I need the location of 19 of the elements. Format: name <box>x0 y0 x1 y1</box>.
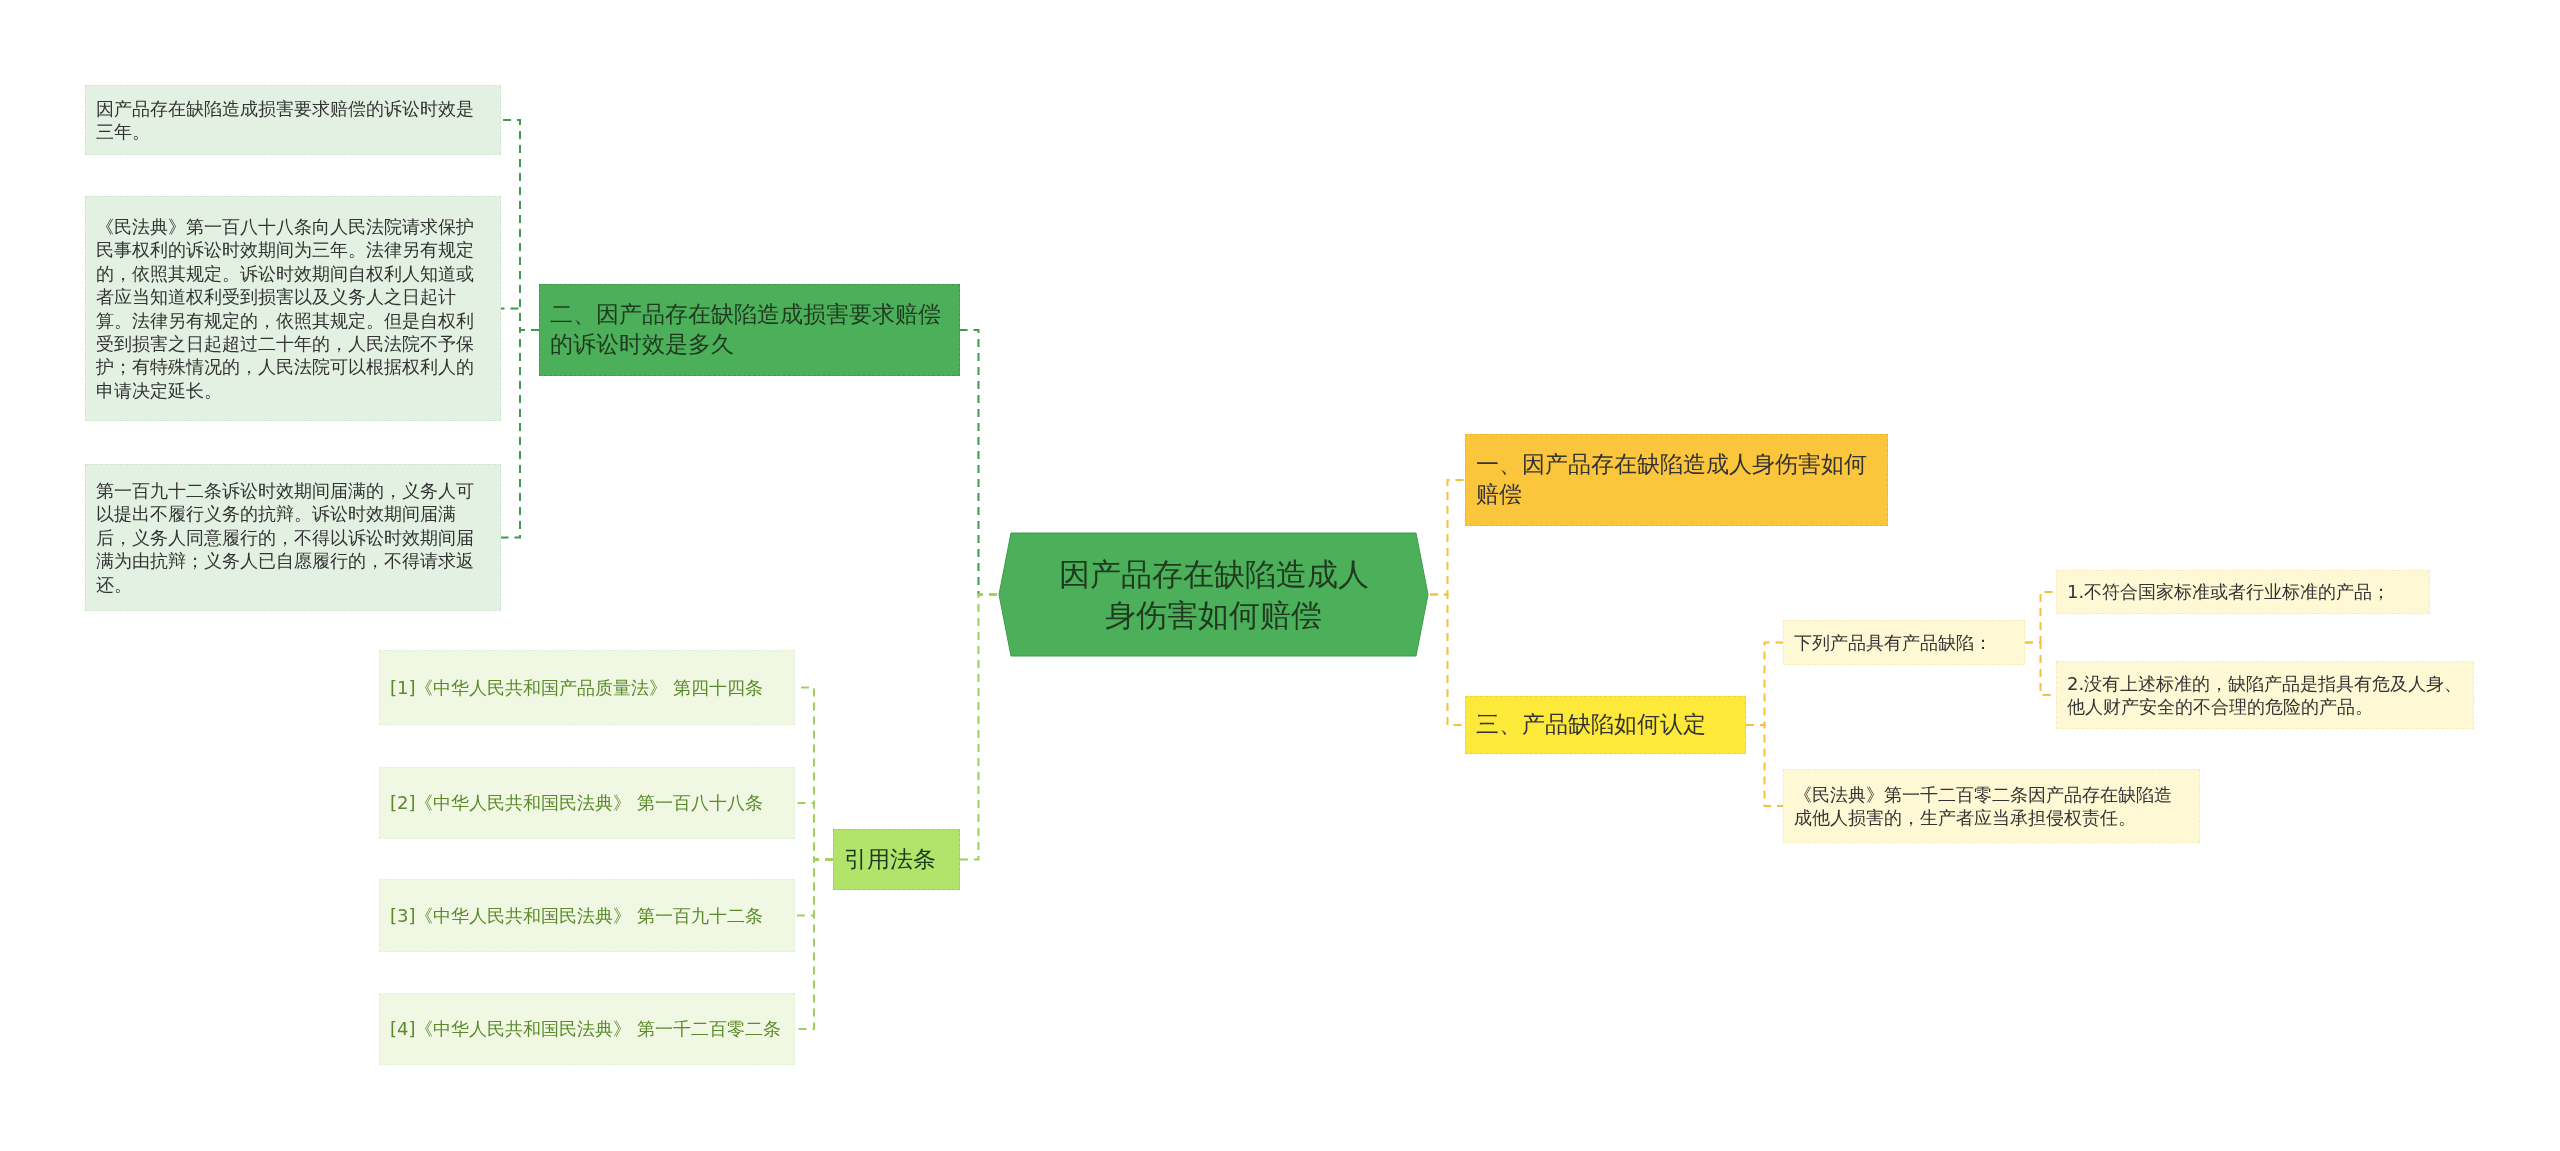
reference-box: [4]《中华人民共和国民法典》 第一千二百零二条 <box>379 993 795 1065</box>
note-box: 下列产品具有产品缺陷： <box>1783 620 2025 665</box>
topic-box: 二、因产品存在缺陷造成损害要求赔偿的诉讼时效是多久 <box>539 284 960 376</box>
note-box: 1.不符合国家标准或者行业标准的产品； <box>2056 570 2430 614</box>
connector <box>959 593 998 861</box>
note-box: 2.没有上述标准的，缺陷产品是指具有危及人身、他人财产安全的不合理的危险的产品。 <box>2056 661 2474 729</box>
central-topic: 因产品存在缺陷造成人身伤害如何赔偿 <box>997 531 1430 658</box>
topic-box: 引用法条 <box>833 829 960 890</box>
note-box: 因产品存在缺陷造成损害要求赔偿的诉讼时效是三年。 <box>85 85 501 155</box>
topic-box: 三、产品缺陷如何认定 <box>1465 696 1746 754</box>
reference-box: [3]《中华人民共和国民法典》 第一百九十二条 <box>379 879 795 952</box>
reference-box: [1]《中华人民共和国产品质量法》 第四十四条 <box>379 650 795 725</box>
note-box: 《民法典》第一千二百零二条因产品存在缺陷造成他人损害的，生产者应当承担侵权责任。 <box>1783 769 2200 843</box>
reference-box: [2]《中华人民共和国民法典》 第一百八十八条 <box>379 767 795 839</box>
connector <box>500 329 540 539</box>
note-box: 第一百九十二条诉讼时效期间届满的，义务人可以提出不履行义务的抗辩。诉讼时效期间届满后，义务人同意履行的，不得以诉讼时效期间届满为由抗辩；义务人已自愿履行的，不得请求返还。 <box>85 464 501 611</box>
topic-box: 一、因产品存在缺陷造成人身伤害如何赔偿 <box>1465 434 1888 526</box>
note-box: 《民法典》第一百八十八条向人民法院请求保护民事权利的诉讼时效期间为三年。法律另有规定的，依照其规定。诉讼时效期间自权利人知道或者应当知道权利受到损害以及义务人之日起计算。法律另有规定的，依照其规定。但是自权利受到损害之日起超过二十年的，人民法院不予保护；有特殊情况的，人民法院可以根据权利人的申请决定延长。 <box>85 196 501 421</box>
connector <box>1745 724 1784 807</box>
